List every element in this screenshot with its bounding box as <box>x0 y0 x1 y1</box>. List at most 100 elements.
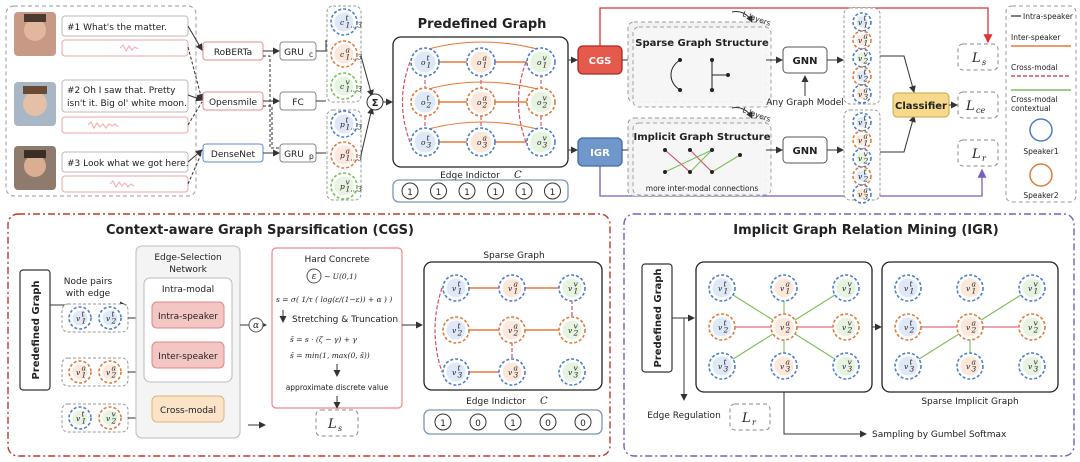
svg-text:a: a <box>112 364 116 373</box>
svg-text:1...3: 1...3 <box>346 185 363 194</box>
svg-text:t: t <box>910 358 914 367</box>
svg-text:a: a <box>514 322 518 331</box>
igr-panel: Implicit Graph Relation Mining (IGR) Pre… <box>623 213 1075 457</box>
legend-cross-modal-contextual-2: contextual <box>1011 104 1051 113</box>
svg-text:1: 1 <box>458 287 463 296</box>
svg-text:2: 2 <box>111 371 117 380</box>
gru-p-label: GRU <box>284 150 304 160</box>
svg-text:a: a <box>346 46 350 55</box>
svg-text:2: 2 <box>1033 326 1039 335</box>
sg-indicator-3 <box>539 413 557 431</box>
sg-indicator-value-4: 0 <box>580 419 586 429</box>
svg-text:t: t <box>724 319 728 328</box>
svg-text:v: v <box>858 136 863 145</box>
losses: L s L ce L r <box>957 43 999 167</box>
s-bar-eq: s̄ = s · (ζ − γ) + γ <box>290 335 357 344</box>
svg-text:v: v <box>106 368 111 377</box>
pg-indicator-4 <box>515 182 533 200</box>
svg-text:2: 2 <box>863 57 869 66</box>
predefined-graph-title: Predefined Graph <box>418 17 547 32</box>
svg-text:v: v <box>508 284 513 293</box>
epsilon-eq: ∼ U(0,1) <box>324 272 357 281</box>
svg-text:2: 2 <box>111 317 117 326</box>
svg-text:a: a <box>864 86 868 95</box>
svg-text:v: v <box>452 284 457 293</box>
svg-text:t: t <box>724 358 728 367</box>
alpha-symbol: α <box>253 321 259 331</box>
utterance-2-line1: #2 Oh I saw that. Pretty <box>67 86 176 96</box>
svg-text:v: v <box>574 364 579 373</box>
loss-ce-sub: ce <box>976 106 985 115</box>
svg-text:v: v <box>718 323 723 332</box>
sg-indicator-2 <box>504 413 522 431</box>
svg-text:v: v <box>76 314 81 323</box>
svg-text:t: t <box>864 168 868 177</box>
svg-text:v: v <box>543 54 548 63</box>
svg-text:2: 2 <box>863 75 869 84</box>
edge-selection-line1: Edge-Selection <box>154 253 221 263</box>
svg-text:3: 3 <box>543 141 548 150</box>
gru-c-sub: c <box>309 50 313 59</box>
legend-cross-modal: Cross-modal <box>1011 63 1058 72</box>
sparse-structure-label: Sparse Graph Structure <box>635 38 769 49</box>
svg-text:v: v <box>858 172 863 181</box>
svg-text:o: o <box>477 98 482 107</box>
svg-text:v: v <box>842 323 847 332</box>
svg-text:v: v <box>858 36 863 45</box>
svg-text:t: t <box>458 280 462 289</box>
svg-text:3: 3 <box>786 365 791 374</box>
pg-indicator-value-0: 1 <box>407 188 413 198</box>
svg-text:v: v <box>1034 358 1039 367</box>
loss-s-sub: s <box>982 58 986 67</box>
svg-text:a: a <box>82 364 86 373</box>
svg-text:v: v <box>718 284 723 293</box>
svg-text:a: a <box>864 186 868 195</box>
sum-symbol: Σ <box>372 98 379 109</box>
legend-speaker2-icon <box>1029 163 1053 187</box>
svg-text:1: 1 <box>864 139 869 148</box>
edge-regulation-label: Edge Regulation <box>647 411 721 421</box>
edge-indicator-symbol: C <box>514 170 522 181</box>
svg-text:t: t <box>864 14 868 23</box>
svg-text:c: c <box>340 18 345 27</box>
svg-text:v: v <box>966 323 971 332</box>
cgs-loss-s-symbol: L <box>327 417 337 432</box>
svg-text:1: 1 <box>910 287 915 296</box>
svg-text:3: 3 <box>458 371 463 380</box>
svg-text:v: v <box>1028 323 1033 332</box>
svg-text:2: 2 <box>426 101 432 110</box>
audio-wave-3 <box>109 179 135 189</box>
svg-text:a: a <box>483 134 487 143</box>
cgs-edge-indicator-label: Edge Indictor <box>466 397 526 407</box>
svg-text:v: v <box>346 178 351 187</box>
svg-text:t: t <box>910 280 914 289</box>
svg-text:3: 3 <box>1034 365 1039 374</box>
svg-text:3: 3 <box>864 193 869 202</box>
svg-text:a: a <box>483 94 487 103</box>
svg-text:v: v <box>508 368 513 377</box>
svg-text:v: v <box>76 414 81 423</box>
loss-r-symbol: L <box>971 147 981 162</box>
svg-text:2: 2 <box>482 101 488 110</box>
svg-text:v: v <box>1034 280 1039 289</box>
svg-text:v: v <box>848 319 853 328</box>
svg-text:a: a <box>514 364 518 373</box>
svg-text:v: v <box>1034 319 1039 328</box>
svg-text:v: v <box>452 368 457 377</box>
